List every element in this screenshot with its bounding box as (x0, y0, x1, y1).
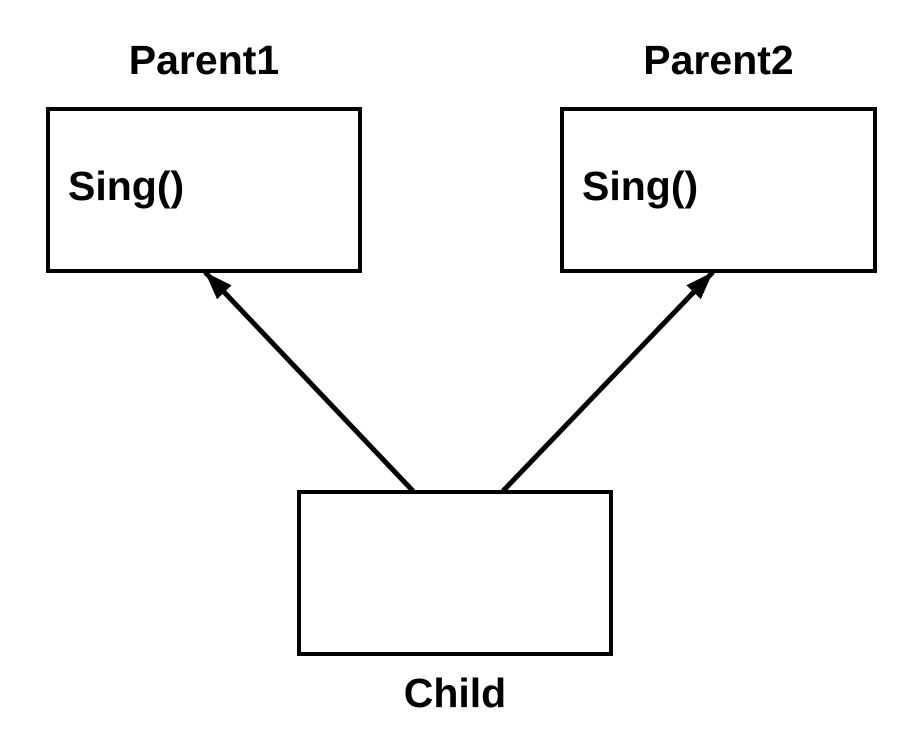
arrow-child-to-parent2 (501, 270, 715, 493)
parent1-title: Parent1 (128, 37, 280, 83)
child-class-box (297, 490, 613, 656)
parent2-method-label: Sing() (582, 163, 699, 209)
parent2-title: Parent2 (643, 37, 794, 83)
parent1-class-box: Sing() (46, 107, 362, 273)
child-title: Child (403, 670, 507, 716)
arrow-child-to-parent1 (203, 270, 415, 493)
parent2-class-box: Sing() (560, 107, 877, 273)
parent1-method-label: Sing() (68, 163, 185, 209)
